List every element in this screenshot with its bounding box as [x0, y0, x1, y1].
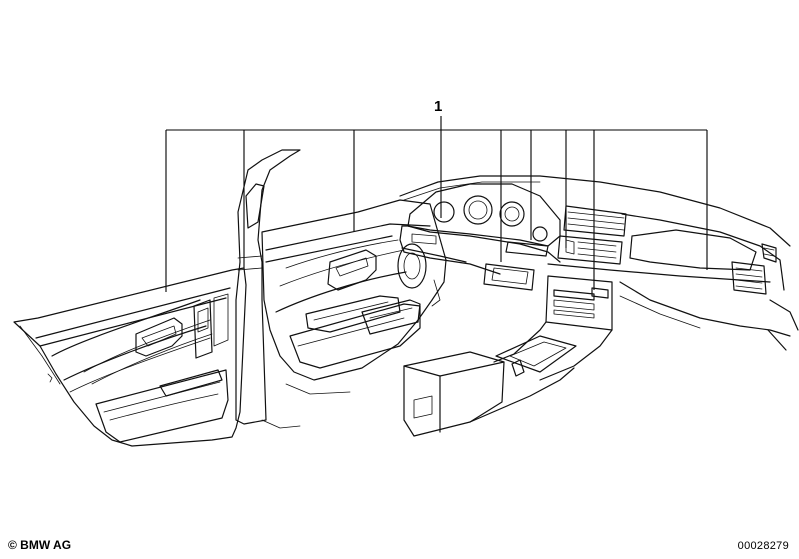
copyright-notice: © BMW AG: [8, 538, 72, 552]
b-pillar-trim: [235, 149, 301, 425]
leader-lines: [165, 116, 708, 292]
dashboard: [399, 183, 799, 351]
image-number: 00028279: [737, 540, 789, 552]
front-door-panel: [261, 199, 447, 381]
windshield-frame: [399, 175, 791, 247]
rear-door-panel: [13, 267, 247, 447]
floor-contours: [261, 383, 351, 429]
callout-number-1: 1: [434, 98, 442, 115]
center-console: [403, 275, 613, 437]
